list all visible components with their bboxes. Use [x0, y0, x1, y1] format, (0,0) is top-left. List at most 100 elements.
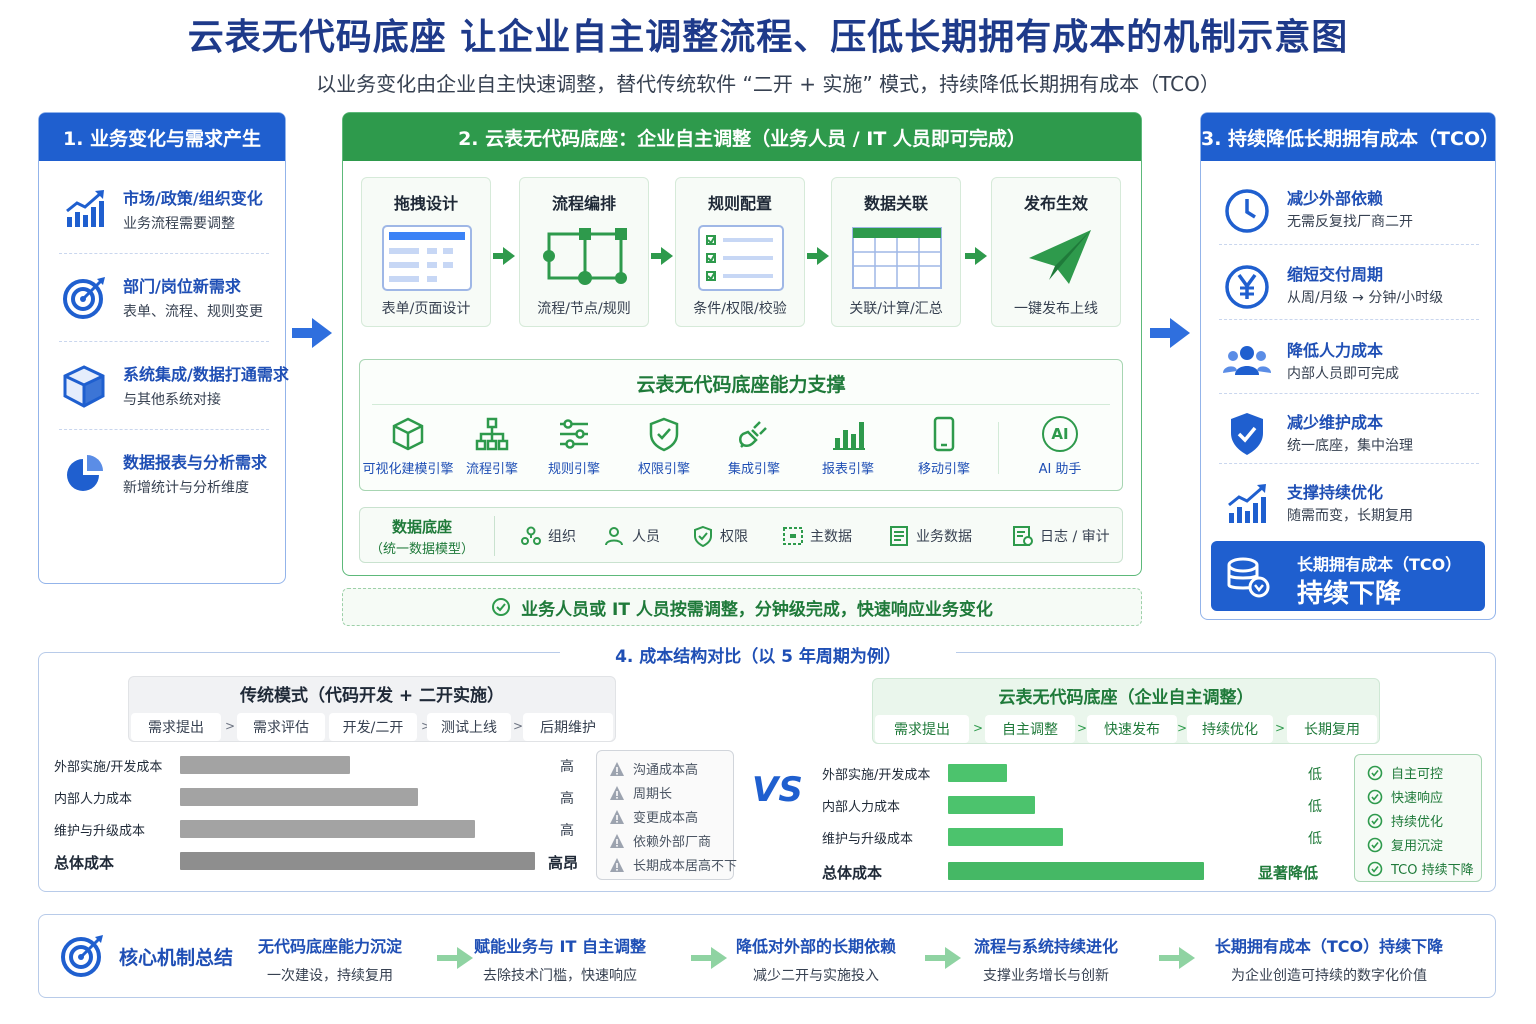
arrow-right-icon — [292, 318, 332, 348]
summary-item-desc: 一次建设，持续复用 — [267, 968, 393, 984]
cost-row-label: 总体成本 — [54, 854, 115, 872]
master-data-icon — [783, 527, 803, 545]
drawback-item: 长期成本居高不下 — [609, 855, 737, 874]
benefit-check-text: 复用沉淀 — [1391, 839, 1444, 854]
flow-tree-icon — [475, 417, 509, 451]
cube-icon — [63, 365, 105, 408]
form-design-icon — [382, 225, 472, 291]
database-item: 权限 — [692, 524, 748, 548]
benefit-check-item: 持续优化 — [1367, 811, 1443, 830]
cost-level: 低 — [1308, 831, 1322, 847]
database-item-label: 组织 — [548, 529, 576, 545]
traditional-cost-bar — [180, 756, 351, 774]
arrow-right-icon — [1159, 947, 1195, 969]
plug-icon — [739, 421, 767, 448]
shield-check-icon — [649, 417, 679, 452]
divider — [372, 404, 1110, 405]
business-change-desc: 业务流程需要调整 — [123, 216, 235, 232]
cost-row-label: 内部人力成本 — [54, 792, 133, 807]
cost-level: 显著降低 — [1258, 864, 1319, 882]
engine-label: 规则引擎 — [547, 462, 600, 477]
log-icon — [1013, 526, 1033, 546]
warning-icon — [610, 785, 624, 800]
business-change-item: 部门/岗位新需求 表单、流程、规则变更 — [57, 271, 277, 351]
summary-item-desc: 去除技术门槛，快速响应 — [483, 968, 637, 984]
traditional-mode-box: 传统模式（代码开发 + 二开实施） 需求提出 > 需求评估 > 开发/二开 > … — [128, 676, 616, 742]
summary-title: 核心机制总结 — [119, 947, 234, 969]
target-icon — [61, 935, 103, 977]
trend-chart-icon — [66, 190, 104, 227]
core-mechanism-summary: 核心机制总结 无代码底座能力沉淀 一次建设，持续复用 赋能业务与 IT 自主调整… — [38, 914, 1496, 998]
tco-benefit-item: 降低人力成本 内部人员即可完成 — [1217, 335, 1479, 399]
traditional-step: 后期维护 — [523, 713, 613, 741]
person-icon — [605, 527, 623, 546]
data-table-icon — [852, 227, 942, 289]
arrow-right-icon — [965, 247, 987, 265]
summary-item-desc: 支撑业务增长与创新 — [983, 968, 1109, 984]
check-circle-icon — [1367, 837, 1383, 852]
chevron-right-icon: > — [1177, 721, 1188, 735]
drawback-text: 变更成本高 — [633, 811, 699, 826]
engine-label: 可视化建模引擎 — [362, 462, 454, 477]
tco-callout: 长期拥有成本（TCO） 持续下降 — [1211, 541, 1485, 611]
drawback-item: 沟通成本高 — [609, 759, 698, 778]
database-item-label: 主数据 — [810, 529, 852, 545]
nocode-step: 长期复用 — [1287, 715, 1377, 743]
nocode-cost-bar — [948, 764, 1007, 782]
summary-item-title: 赋能业务与 IT 自主调整 — [473, 937, 646, 956]
cost-level: 高 — [560, 759, 574, 775]
data-foundation-box: 数据底座 （统一数据模型） 组织 人员 权限 主数据 业务数据 日志 / 审计 — [359, 507, 1123, 563]
yen-icon — [1225, 265, 1269, 309]
cost-row-label: 维护与升级成本 — [54, 824, 146, 839]
coins-icon — [1227, 557, 1270, 598]
check-circle-icon — [1367, 813, 1383, 828]
divider — [1219, 319, 1479, 320]
traditional-title: 传统模式（代码开发 + 二开实施） — [239, 686, 505, 706]
divider — [59, 253, 269, 254]
nocode-benefits: 自主可控 快速响应 持续优化 复用沉淀 TCO 持续下降 — [1354, 754, 1482, 882]
rule-config-icon — [698, 225, 784, 291]
response-banner: 业务人员或 IT 人员按需调整，分钟级完成，快速响应业务变化 — [342, 588, 1142, 626]
summary-item: 流程与系统持续进化 支撑业务增长与创新 — [931, 933, 1161, 985]
banner-text: 业务人员或 IT 人员按需调整，分钟级完成，快速响应业务变化 — [521, 599, 993, 620]
engine-label: 权限引擎 — [637, 462, 690, 477]
engine-label: AI 助手 — [1038, 462, 1082, 477]
cost-row-label: 总体成本 — [822, 864, 883, 882]
benefit-desc: 无需反复找厂商二开 — [1287, 214, 1413, 230]
nocode-mode-box: 云表无代码底座（企业自主调整） 需求提出 > 自主调整 > 快速发布 > 持续优… — [872, 678, 1380, 744]
pie-chart-icon — [67, 455, 103, 491]
business-change-item: 数据报表与分析需求 新增统计与分析维度 — [57, 447, 277, 527]
drawback-text: 沟通成本高 — [633, 763, 699, 778]
summary-item: 赋能业务与 IT 自主调整 去除技术门槛，快速响应 — [445, 933, 675, 985]
drawback-item: 依赖外部厂商 — [609, 831, 711, 850]
ability-support-box: 云表无代码底座能力支撑 可视化建模引擎 流程引擎 规则引擎 权限引擎 集成引擎 … — [359, 359, 1123, 491]
vs-label: VS — [752, 770, 803, 810]
arrow-right-icon — [651, 247, 673, 265]
nocode-cost-bar — [948, 862, 1204, 880]
business-change-title: 市场/政策/组织变化 — [123, 189, 263, 208]
engine-label: 集成引擎 — [727, 462, 780, 477]
flow-orchestration-icon — [543, 228, 627, 285]
drawback-item: 周期长 — [609, 783, 672, 802]
nocode-step: 快速发布 — [1087, 715, 1177, 743]
sliders-icon — [560, 419, 588, 449]
traditional-step: 测试上线 — [427, 713, 511, 741]
traditional-step: 开发/二开 — [329, 713, 417, 741]
summary-item: 无代码底座能力沉淀 一次建设，持续复用 — [215, 933, 445, 985]
warning-icon — [610, 761, 624, 776]
section4-title: 4. 成本结构对比（以 5 年周期为例） — [560, 642, 956, 668]
engine-item: 移动引擎 — [898, 416, 990, 480]
process-step: 规则配置 条件/权限/校验 — [675, 177, 805, 327]
database-item: 日志 / 审计 — [1012, 524, 1110, 548]
ability-title: 云表无代码底座能力支撑 — [636, 374, 846, 396]
tco-label: 长期拥有成本（TCO） — [1297, 555, 1462, 574]
step-desc: 一键发布上线 — [1014, 301, 1098, 317]
engine-item: 可视化建模引擎 — [362, 416, 454, 480]
clock-icon — [1225, 189, 1269, 233]
nocode-cost-bar — [948, 828, 1064, 846]
nocode-step: 持续优化 — [1187, 715, 1273, 743]
step-desc: 关联/计算/汇总 — [849, 301, 943, 317]
nocode-step: 需求提出 — [875, 715, 969, 743]
arrow-right-icon — [925, 947, 961, 969]
database-subtitle: （统一数据模型） — [369, 542, 474, 557]
